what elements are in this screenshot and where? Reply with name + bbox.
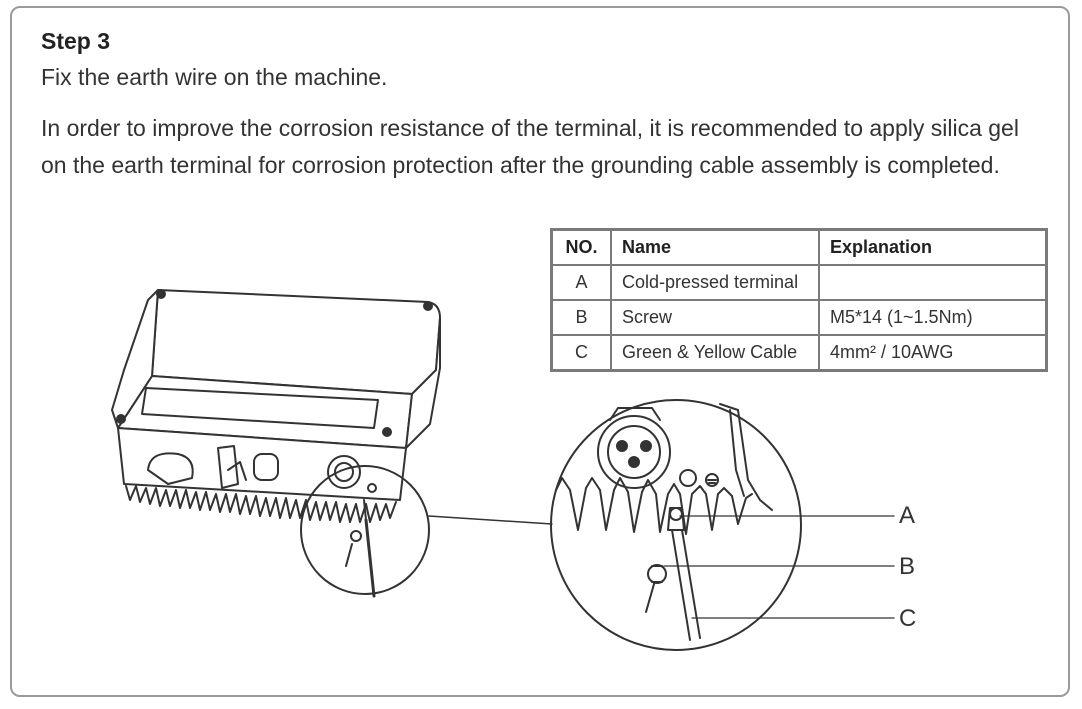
- table-header-row: NO. Name Explanation: [550, 228, 1048, 266]
- cell-explanation: M5*14 (1~1.5Nm): [818, 299, 1048, 336]
- table-row: C Green & Yellow Cable 4mm² / 10AWG: [550, 334, 1048, 372]
- callout-label-a: A: [899, 502, 916, 529]
- parts-table: NO. Name Explanation A Cold-pressed term…: [550, 228, 1048, 372]
- cell-explanation: 4mm² / 10AWG: [818, 334, 1048, 372]
- step-title: Step 3: [41, 28, 111, 54]
- cell-name: Cold-pressed terminal: [610, 264, 820, 301]
- col-header-explanation: Explanation: [818, 228, 1048, 266]
- callout-label-b: B: [899, 553, 916, 580]
- cell-no: A: [550, 264, 612, 301]
- step-instruction: Fix the earth wire on the machine.: [41, 64, 388, 90]
- cell-no: C: [550, 334, 612, 372]
- inverter-drawing: [111, 289, 441, 523]
- cell-name: Green & Yellow Cable: [610, 334, 820, 372]
- table-row: B Screw M5*14 (1~1.5Nm): [550, 299, 1048, 336]
- col-header-name: Name: [610, 228, 820, 266]
- table-row: A Cold-pressed terminal: [550, 264, 1048, 301]
- cell-explanation: [818, 264, 1048, 301]
- callout-lines: [663, 515, 895, 619]
- corrosion-note: In order to improve the corrosion resist…: [41, 115, 1019, 178]
- cell-no: B: [550, 299, 612, 336]
- content-frame: [10, 6, 1070, 697]
- callout-label-c: C: [899, 605, 917, 632]
- cell-name: Screw: [610, 299, 820, 336]
- col-header-no: NO.: [550, 228, 612, 266]
- large-detail-circle: [550, 399, 802, 651]
- small-detail-circle: [300, 465, 553, 598]
